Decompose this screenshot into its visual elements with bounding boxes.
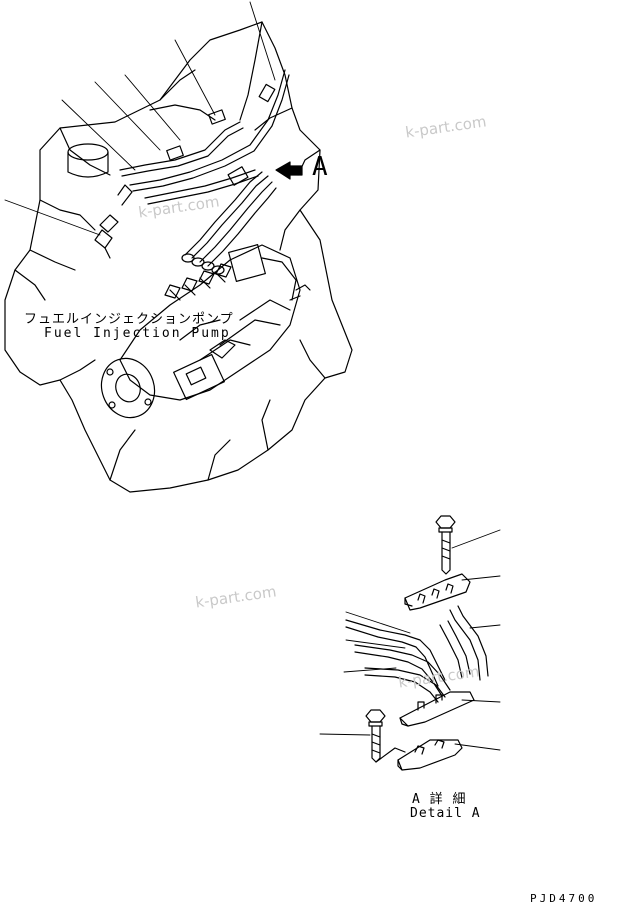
detail-bolt-top: [435, 515, 456, 575]
detail-label-jp: A 詳 細: [412, 792, 467, 807]
detail-lower-clamp: [399, 691, 475, 727]
part-code: PJD4700: [530, 892, 598, 905]
detail-label-en: Detail A: [410, 806, 481, 821]
fuel-injection-lines: [119, 69, 290, 275]
detail-upper-clamp: [404, 573, 471, 611]
fuel-injection-pump: [100, 244, 311, 419]
pump-label-jp: フュエルインジェクションポンプ: [24, 312, 234, 327]
detail-bracket: [397, 739, 463, 771]
detail-tubes: [345, 605, 489, 703]
view-letter: A: [312, 152, 328, 182]
oil-filler-cap: [67, 143, 109, 178]
fuel-filter-nozzle: [94, 184, 133, 259]
detail-a: [319, 515, 501, 771]
detail-leader-lines: [319, 529, 501, 751]
leader-lines: [4, 1, 276, 236]
view-arrow-a: [275, 161, 303, 180]
detail-bolt-bottom: [365, 709, 406, 763]
engine-block: [4, 21, 353, 493]
pump-label-en: Fuel Injection Pump: [44, 326, 231, 341]
